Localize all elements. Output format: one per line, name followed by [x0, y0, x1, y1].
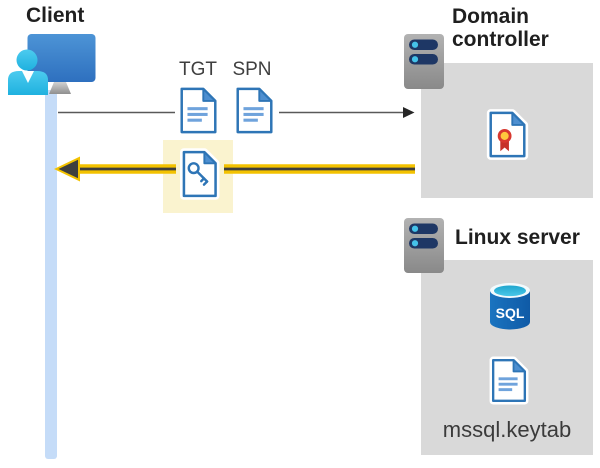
response-arrow [54, 156, 415, 182]
client-icon [8, 34, 96, 95]
sql-database-icon: SQL [490, 283, 530, 330]
key-ticket-document-icon [180, 148, 220, 200]
sql-label: SQL [496, 305, 525, 321]
key-icon [187, 162, 209, 186]
client-timeline-bar [45, 90, 57, 459]
monitor-icon [27, 34, 96, 94]
linux-server-title: Linux server [455, 226, 580, 249]
linux-server-icon [404, 218, 444, 273]
seal-icon [497, 129, 512, 152]
client-title: Client [26, 4, 85, 27]
tgt-document-icon [177, 85, 220, 136]
spn-label: SPN [232, 59, 272, 80]
certificate-document-icon [486, 109, 529, 160]
keytab-document-icon [489, 356, 529, 405]
domain-controller-server-icon [404, 34, 444, 89]
person-icon [8, 49, 48, 95]
tgt-label: TGT [179, 59, 217, 80]
domain-controller-title: Domain controller [452, 5, 549, 51]
keytab-label: mssql.keytab [442, 417, 572, 442]
spn-document-icon [233, 85, 276, 136]
